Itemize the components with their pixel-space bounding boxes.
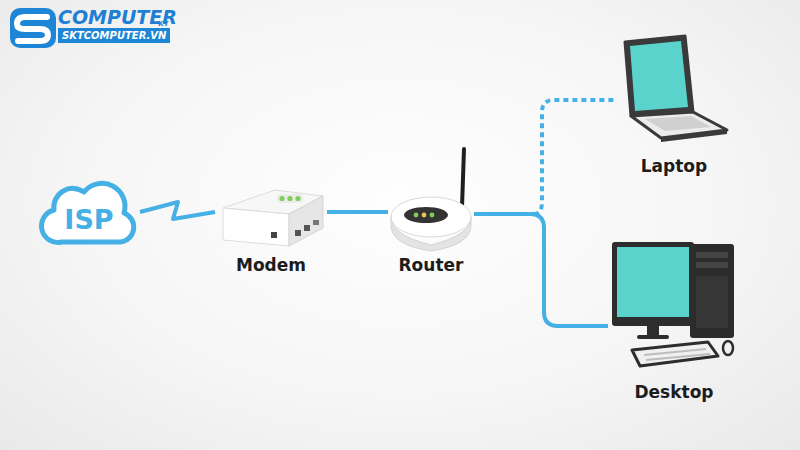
node-label: Desktop: [608, 382, 740, 402]
laptop-device: Laptop: [615, 32, 733, 180]
modem-device: Modem: [215, 182, 327, 280]
modem-led-panel: [277, 194, 303, 203]
logo-suffix: KY: [158, 20, 169, 29]
node-label: ISP: [38, 204, 140, 236]
modem-led: [279, 196, 284, 201]
connector: [474, 214, 608, 326]
monitor-frame: [612, 242, 694, 326]
router-body: [391, 197, 471, 237]
isp-cloud: ISP: [38, 172, 140, 248]
modem-port: [295, 230, 301, 236]
tower-panel: [696, 276, 728, 328]
modem-front: [223, 208, 289, 246]
logo-banner: [58, 28, 170, 43]
wifi-link: [534, 100, 615, 214]
monitor-foot: [637, 335, 669, 339]
modem-led: [295, 196, 300, 201]
modem-side: [289, 196, 323, 246]
modem-port: [304, 225, 310, 231]
laptop-edge: [661, 130, 727, 142]
cable-link: [327, 210, 388, 214]
connector: [140, 202, 215, 219]
cable-link: [474, 214, 608, 326]
router-antenna: [462, 149, 464, 207]
modem-port: [271, 232, 277, 238]
desktop-tower: [690, 244, 734, 338]
desktop-device: Desktop: [608, 236, 740, 406]
router-display: [404, 207, 448, 223]
logo-url: SKTCOMPUTER.VN: [62, 29, 166, 42]
laptop-keyboard: [645, 116, 711, 131]
logo-s-mark: [17, 17, 48, 41]
router-led: [414, 213, 419, 218]
mouse: [723, 341, 733, 355]
monitor-stand: [647, 326, 659, 336]
connector: [327, 212, 388, 213]
node-label: Modem: [215, 255, 327, 275]
keyboard-keys: [644, 349, 710, 360]
keyboard: [632, 342, 718, 366]
modem-led: [287, 196, 292, 201]
router-led: [422, 213, 427, 218]
node-label: Router: [388, 255, 474, 275]
desktop-graphic: [608, 236, 740, 406]
logo-badge: [10, 8, 56, 48]
monitor-screen: [617, 247, 689, 317]
tower-bay: [696, 252, 728, 258]
laptop-frame: [625, 36, 693, 116]
wireless-link: [140, 202, 215, 219]
connector: [474, 100, 615, 214]
router-device: Router: [388, 145, 474, 280]
laptop-screen: [630, 41, 688, 111]
tower-bay: [696, 262, 728, 268]
router-led: [430, 213, 435, 218]
node-label: Laptop: [615, 156, 733, 176]
modem-port: [313, 220, 319, 225]
